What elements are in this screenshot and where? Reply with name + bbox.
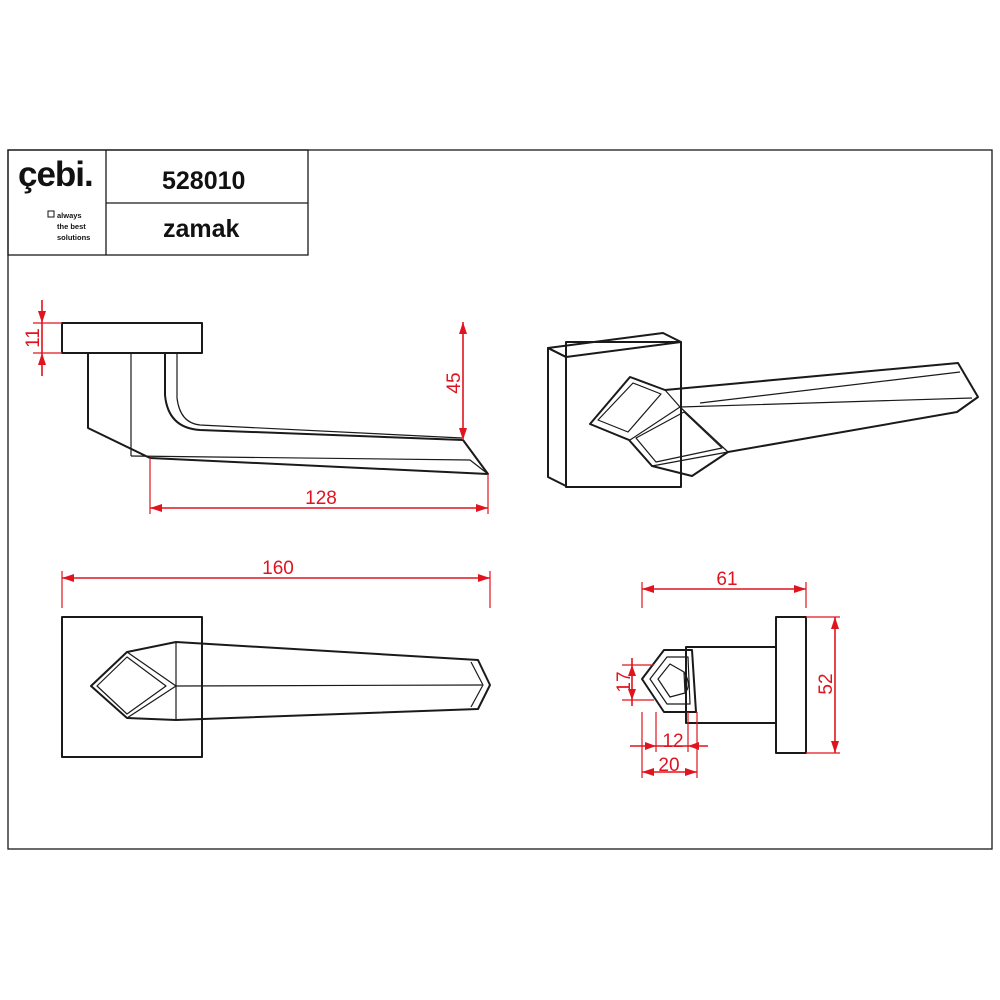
- dim-label-52: 52: [816, 673, 837, 694]
- dim-label-160: 160: [262, 558, 294, 579]
- tagline-line-3: solutions: [57, 233, 90, 242]
- dimension-grip-height: 17: [614, 658, 654, 706]
- dimension-grip-inner-width: 12: [630, 712, 708, 752]
- dimension-end-depth: 61: [641, 569, 807, 608]
- front-view-lever: [61, 616, 491, 758]
- dimension-rose-size: 52: [806, 616, 840, 754]
- drawing-frame: [7, 149, 993, 850]
- dim-label-45: 45: [444, 372, 465, 393]
- perspective-view-lever: [547, 332, 979, 488]
- side-view-lever: [61, 322, 489, 475]
- dimension-lever-projection: 128: [149, 458, 489, 514]
- tagline-line-1: always: [57, 211, 82, 220]
- material-label: zamak: [163, 215, 240, 243]
- dimension-rose-thickness: 11: [23, 300, 62, 376]
- dim-label-128: 128: [305, 488, 337, 509]
- dimension-grip-outer-width: 20: [641, 712, 698, 778]
- brand-logo: çebi.: [18, 155, 93, 194]
- tagline-line-2: the best: [57, 222, 86, 231]
- dimension-lever-height: 45: [444, 322, 467, 440]
- dim-label-11: 11: [23, 328, 44, 348]
- product-code: 528010: [162, 167, 245, 195]
- dim-label-12: 12: [662, 731, 683, 752]
- title-block: çebi. always the best solutions 528010 z…: [7, 149, 309, 256]
- dimension-overall-length: 160: [61, 558, 491, 608]
- tagline-checkbox-icon: [47, 210, 55, 218]
- end-view-lever: [641, 616, 807, 754]
- dim-label-20: 20: [658, 755, 679, 776]
- dim-label-61: 61: [716, 569, 737, 590]
- dim-label-17: 17: [614, 671, 635, 692]
